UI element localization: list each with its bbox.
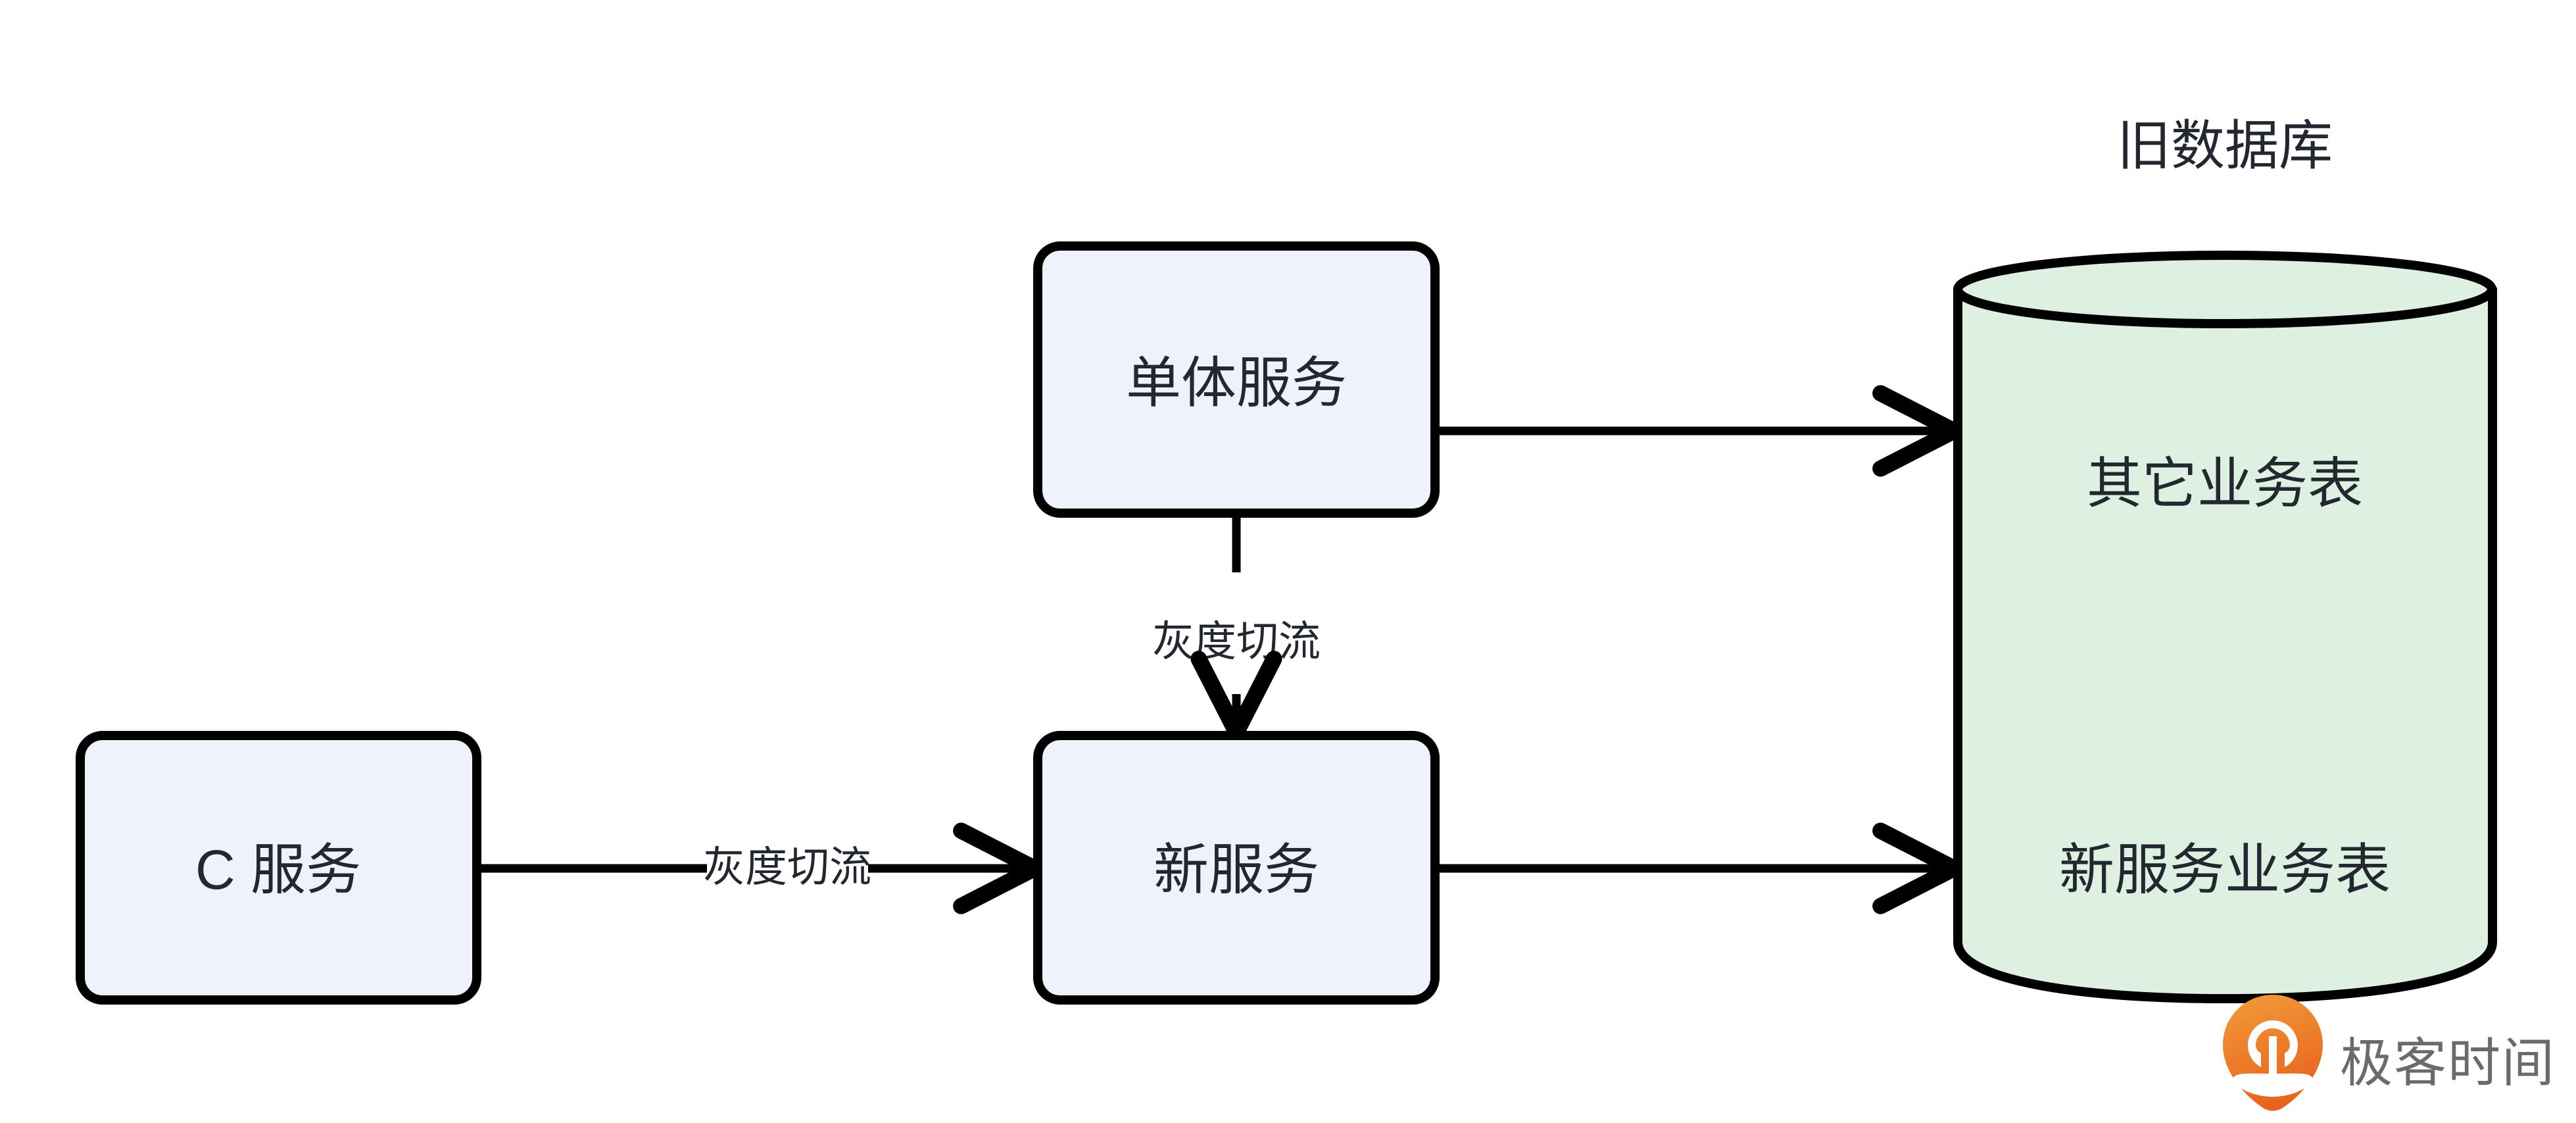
database-top-ellipse [1953,251,2496,328]
monolith-service-label: 单体服务 [1126,352,1347,414]
brand-watermark: 极客时间 [2223,995,2556,1111]
database-body [1953,285,2497,1003]
pin-base-glyph [2231,1073,2315,1097]
monolith-service-box [1033,241,1440,518]
database-table-label-other: 其它业务表 [2087,453,2363,514]
database-table-label-new-service: 新服务业务表 [2059,839,2391,901]
new-service-label: 新服务 [1154,839,1319,901]
brand-name: 极客时间 [2340,1034,2556,1093]
node-old-database[interactable]: 其它业务表 新服务业务表 [1953,251,2497,1003]
c-service-label: C 服务 [195,839,361,901]
c-service-box [76,731,481,1005]
edge-label-c-to-new: 灰度切流 [703,843,871,891]
edge-label-monolith-to-new: 灰度切流 [1152,618,1321,665]
new-service-box [1033,731,1440,1005]
database-title: 旧数据库 [2117,116,2333,176]
edge-monolith-to-new-service: 灰度切流 [1152,514,1321,741]
pin-inner-glyph [2248,1020,2298,1067]
geektime-pin-icon [2223,995,2323,1111]
edge-c-service-to-new-service: 灰度切流 [477,822,1043,914]
node-monolith-service[interactable]: 单体服务 [1033,241,1440,518]
node-new-service[interactable]: 新服务 [1033,731,1440,1005]
node-c-service[interactable]: C 服务 [76,731,481,1005]
